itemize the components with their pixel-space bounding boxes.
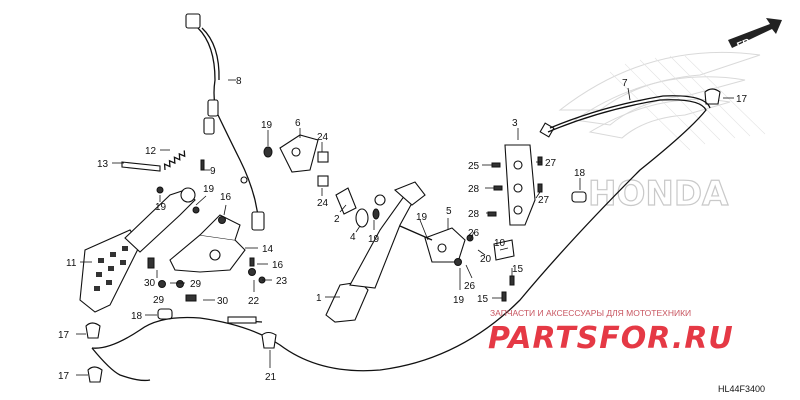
callout-5: 5 (446, 206, 452, 217)
callout-28-b: 28 (468, 209, 480, 220)
callout-25: 25 (468, 161, 480, 172)
callout-19-e: 19 (416, 212, 428, 223)
pin-13 (121, 161, 161, 172)
honda-logo-watermark: HONDA (588, 174, 729, 214)
pedal-arm (124, 189, 196, 253)
leader-lines (76, 79, 734, 376)
cable-21 (91, 316, 277, 382)
throttle-cable-7 (91, 99, 707, 372)
throttle-bracket-assembly (487, 88, 721, 302)
callout-26-a: 26 (468, 228, 480, 239)
callout-27-b: 27 (538, 195, 550, 206)
callout-8: 8 (236, 76, 242, 87)
watermark-logo: PARTSFOR.RU (488, 321, 734, 356)
callout-11: 11 (66, 258, 77, 269)
callout-12: 12 (145, 146, 157, 157)
callout-7: 7 (622, 78, 628, 89)
pedal-pad-holes (94, 246, 128, 291)
callout-10: 10 (494, 238, 506, 249)
callout-24-b: 24 (317, 198, 329, 209)
watermark-caption: ЗАПЧАСТИ И АКСЕССУАРЫ ДЛЯ МОТОТЕХНИКИ (490, 308, 691, 318)
wire-harness-8 (185, 13, 265, 231)
callout-29-a: 29 (190, 279, 202, 290)
callout-21: 21 (265, 372, 277, 383)
callout-24-a: 24 (317, 132, 329, 143)
pedal-pad-1 (325, 281, 369, 323)
callout-23: 23 (276, 276, 288, 287)
front-direction-arrow: FR. (728, 18, 782, 52)
brake-pedal-assembly (79, 150, 266, 320)
callout-18-a: 18 (131, 311, 143, 322)
callout-28-a: 28 (468, 184, 480, 195)
bushing-4 (355, 208, 369, 228)
callout-13: 13 (97, 159, 109, 170)
callout-6: 6 (295, 118, 301, 129)
callout-19-d: 19 (368, 234, 380, 245)
clamp-17-left-b (87, 366, 103, 383)
callout-19-b: 19 (203, 184, 215, 195)
callout-1: 1 (316, 293, 322, 304)
callout-4: 4 (350, 232, 356, 243)
bracket-14 (169, 234, 246, 273)
callout-9: 9 (210, 166, 216, 177)
callout-30-b: 30 (217, 296, 229, 307)
bolt-30-b (185, 294, 197, 302)
callout-15-b: 15 (477, 294, 489, 305)
clamp-17-right (704, 88, 721, 105)
callout-19-c: 19 (261, 120, 273, 131)
callout-27-a: 27 (545, 158, 557, 169)
clamp-17-left-a (85, 322, 101, 339)
switch-10 (493, 239, 515, 261)
callout-16-b: 16 (272, 260, 284, 271)
spring-12 (163, 150, 186, 171)
accelerator-pedal-assembly (263, 134, 474, 323)
callout-19-a: 19 (155, 202, 167, 213)
bolt-30-a (147, 257, 155, 269)
callout-14: 14 (262, 244, 274, 255)
callout-30-a: 30 (144, 278, 156, 289)
switch-18-right (571, 191, 587, 203)
callout-2: 2 (334, 214, 340, 225)
clamp-21 (261, 331, 277, 349)
callout-18-b: 18 (574, 168, 586, 179)
collar-2 (335, 187, 357, 215)
callout-17-c: 17 (58, 371, 70, 382)
honda-wing-watermark (558, 51, 766, 151)
callout-3: 3 (512, 118, 518, 129)
callout-16-a: 16 (220, 192, 232, 203)
callout-17-b: 17 (58, 330, 70, 341)
switch-18 (157, 308, 173, 320)
part-callouts: 8 12 13 9 19 19 16 11 14 16 23 22 30 29 … (58, 76, 748, 383)
callout-29-b: 29 (153, 295, 165, 306)
callout-20: 20 (480, 254, 492, 265)
drawing-code: HL44F3400 (718, 384, 765, 394)
callout-26-b: 26 (464, 281, 476, 292)
callout-17-a: 17 (736, 94, 748, 105)
callout-22: 22 (248, 296, 260, 307)
callout-15-a: 15 (512, 264, 524, 275)
callout-19-f: 19 (453, 295, 465, 306)
